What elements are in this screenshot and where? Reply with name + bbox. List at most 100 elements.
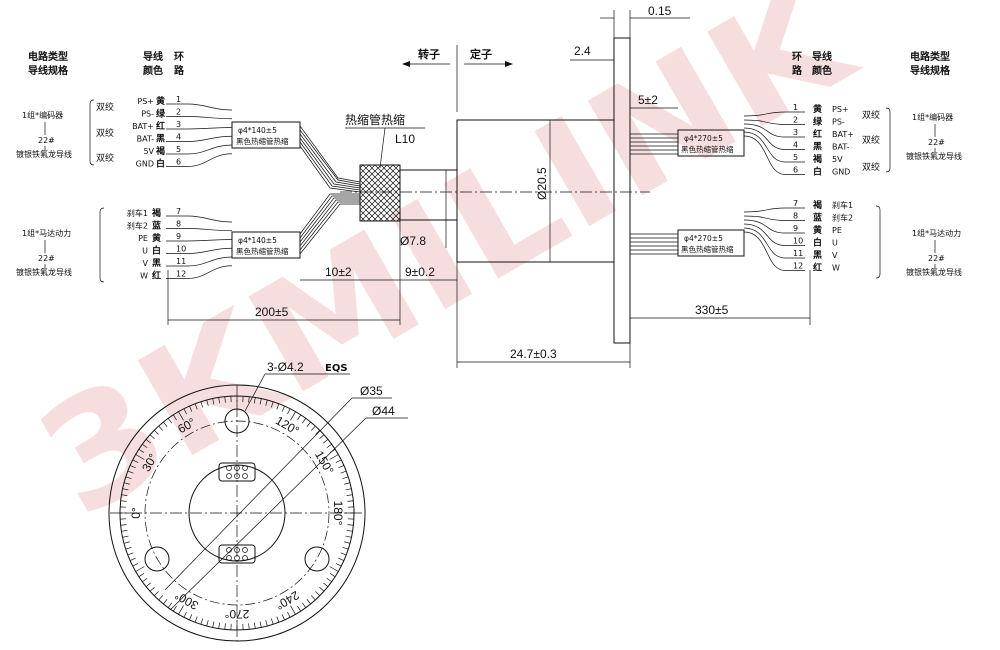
wire-signal: BAT- — [832, 143, 849, 152]
twist-label-1: 双绞 — [96, 101, 114, 113]
left-bundle-lines — [299, 125, 361, 255]
rotor-label: 转子 — [418, 47, 440, 61]
wire-ring: 1 — [176, 95, 181, 104]
wire-ring: 6 — [793, 166, 798, 175]
wire-signal: W — [140, 272, 148, 281]
dial-label: 270° — [224, 607, 249, 621]
sleeve-spec: φ4*140±5 — [238, 236, 277, 245]
right-sleeve-motor: φ4*270±5 黑色热缩管热缩 — [677, 229, 745, 257]
wire-color: 红 — [813, 128, 822, 140]
wire-ring: 3 — [176, 120, 181, 129]
header-wire-spec: 导线规格 — [910, 64, 951, 77]
wire-color: 黄 — [813, 103, 822, 115]
wire-color: 白 — [152, 245, 161, 257]
encoder-group-label: 1组*编码器 — [22, 110, 63, 120]
stator-label: 定子 — [470, 47, 492, 61]
wire-signal: BAT+ — [832, 130, 854, 139]
dial-label: 150° — [312, 448, 337, 477]
wire-color: 白 — [156, 158, 165, 170]
motor-group-label-r: 1组*马达动力 — [912, 228, 961, 238]
wire-color: 蓝 — [152, 220, 161, 232]
wire-signal: V — [832, 251, 838, 260]
wire-signal: U — [832, 239, 838, 248]
wire-color: 绿 — [156, 108, 166, 120]
motor-wire-type-r: 镀银铁氟龙导线 — [906, 267, 962, 277]
header-color: 颜色 — [812, 64, 832, 77]
sleeve-label: 黑色热缩管热缩 — [681, 144, 734, 154]
sleeve-label: 黑色热缩管热缩 — [236, 246, 289, 256]
wire-color: 黄 — [813, 224, 822, 236]
dim-flange-thk: 0.15 — [648, 4, 672, 18]
dial-label: 300° — [172, 588, 201, 613]
wire-signal: PS- — [832, 118, 845, 127]
heat-shrink-title: 热缩管热缩 — [345, 112, 405, 127]
motor-gauge-r: 22# — [928, 254, 945, 263]
motor-wire-type: 镀银铁氟龙导线 — [16, 267, 72, 277]
twist-label-r2: 双绞 — [862, 134, 880, 146]
wire-ring: 8 — [793, 212, 798, 221]
header-wire: 导线 — [143, 50, 163, 63]
wire-color: 绿 — [813, 116, 823, 128]
encoder-wire-type: 镀银铁氟龙导线 — [16, 149, 72, 159]
header-road: 路 — [792, 64, 803, 77]
wire-row: 3 红 BAT+ — [743, 123, 854, 140]
wire-ring: 11 — [176, 257, 186, 266]
wire-signal: 刹车1 — [127, 208, 148, 218]
right-sleeve-encoder: φ4*270±5 黑色热缩管热缩 — [677, 129, 745, 157]
wire-signal: GND — [832, 168, 850, 177]
rotor-stator-labels: 转子 定子 — [402, 45, 513, 112]
dimensions: 0.15 2.4 5±2 Ø20.5 Ø7.8 10±2 9±0.2 200±5… — [167, 4, 811, 368]
wire-signal: 刹车2 — [127, 221, 148, 231]
twist-label-2: 双绞 — [96, 127, 114, 139]
dim-shaft-len: 9±0.2 — [405, 265, 435, 279]
wire-signal: U — [142, 247, 148, 256]
wire-signal: BAT- — [137, 135, 154, 144]
sleeve-label: 黑色热缩管热缩 — [681, 244, 734, 254]
wire-ring: 3 — [793, 128, 798, 137]
dim-holes-eqs: EQS — [325, 363, 348, 374]
left-sleeve-motor: φ4*140±5 黑色热缩管热缩 — [231, 231, 301, 259]
wire-ring: 7 — [793, 199, 798, 208]
dim-total-len: 24.7±0.3 — [510, 347, 557, 361]
wire-ring: 5 — [793, 153, 798, 162]
wire-row: PE 黄 9 — [138, 232, 233, 244]
wire-ring: 10 — [793, 237, 803, 246]
dim-outer: Ø44 — [372, 404, 395, 418]
wire-signal: PS+ — [832, 105, 849, 114]
wire-signal: V — [143, 259, 149, 268]
header-circuit-type: 电路类型 — [28, 50, 68, 63]
encoder-group-label-r: 1组*编码器 — [912, 112, 953, 122]
wire-color: 红 — [152, 270, 161, 282]
wire-color: 黑 — [813, 142, 822, 153]
wire-color: 黑 — [156, 134, 165, 145]
wire-signal: PE — [138, 234, 148, 243]
header-wire: 导线 — [812, 50, 832, 63]
wire-color: 褐 — [812, 153, 822, 165]
dim-holes: 3-Ø4.2 — [267, 360, 304, 374]
wire-color: 黄 — [152, 232, 161, 244]
encoder-gauge-r: 22# — [928, 138, 945, 147]
dial-label: 240° — [273, 588, 302, 613]
header-ring: 环 — [792, 51, 802, 63]
wire-color: 白 — [813, 237, 822, 249]
motor-group-label: 1组*马达动力 — [22, 228, 71, 238]
wire-ring: 9 — [176, 232, 181, 241]
left-headers: 电路类型 导线规格 导线 颜色 环 路 — [28, 50, 185, 77]
wire-signal: W — [832, 264, 840, 273]
wire-ring: 10 — [176, 245, 186, 254]
wire-signal: 刹车1 — [832, 200, 853, 210]
wire-signal: 5V — [143, 147, 154, 156]
wire-row: 10 白 U — [743, 223, 838, 249]
